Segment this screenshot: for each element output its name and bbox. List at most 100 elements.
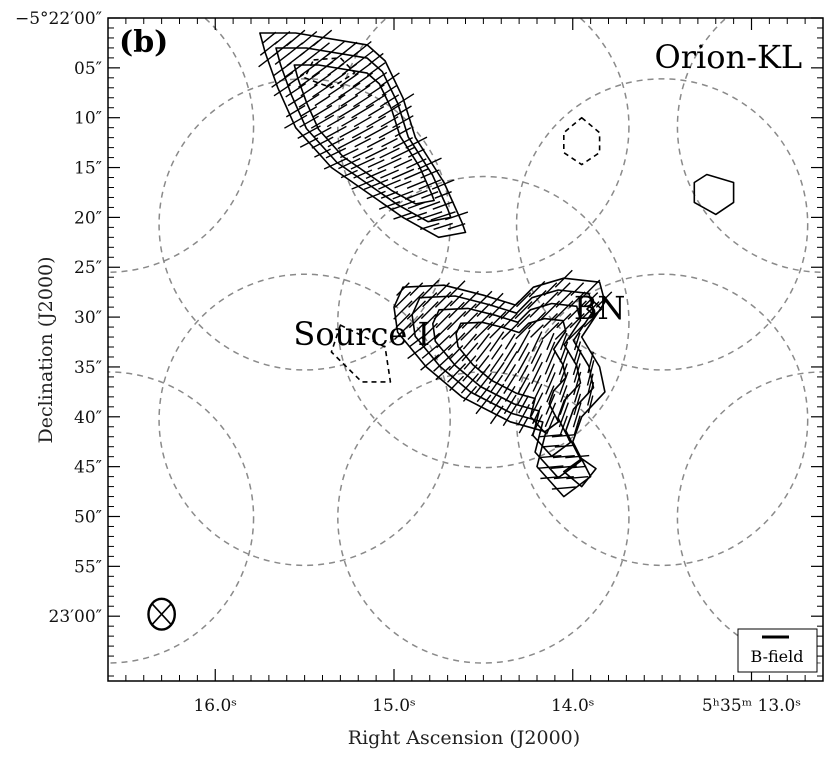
- b-vector-north-74: [351, 125, 374, 139]
- b-vector-bn-65: [491, 344, 503, 360]
- b-vector-north-50: [327, 137, 345, 148]
- b-vector-bn-52: [473, 321, 494, 341]
- b-vector-north-92: [363, 178, 389, 191]
- b-vector-bn-34: [447, 332, 466, 351]
- b-vector-bn-16: [421, 322, 438, 340]
- b-vector-north-16: [285, 104, 306, 118]
- b-vector-bn-39: [461, 290, 479, 309]
- b-vector-bn-40: [463, 303, 477, 317]
- b-vector-bn-126: [539, 455, 562, 459]
- b-vector-north-97: [378, 103, 402, 119]
- b-vector-north-101: [379, 147, 400, 159]
- pointing-circle-10: [108, 371, 255, 664]
- pointing-circle-3: [515, 273, 809, 567]
- b-vector-bn-20: [436, 282, 450, 296]
- b-vector-north-35: [314, 95, 331, 107]
- b-vector-north-107: [391, 93, 415, 109]
- b-vector-bn-139: [559, 371, 569, 395]
- b-vector-north-95: [381, 84, 398, 96]
- b-vector-bn-118: [545, 363, 555, 383]
- annotation-source-i: Source I: [293, 315, 430, 353]
- b-vector-bn-24: [434, 322, 453, 340]
- b-vector-bn-164: [565, 454, 590, 459]
- b-vector-north-94: [379, 72, 400, 88]
- b-vector-north-75: [354, 137, 372, 148]
- b-vector-north-127: [417, 157, 442, 170]
- b-vector-north-49: [325, 125, 347, 139]
- b-vector-bn-159: [573, 371, 582, 396]
- b-vector-north-96: [379, 94, 400, 108]
- b-vector-north-133: [419, 222, 440, 230]
- b-vector-bn-70: [491, 396, 503, 413]
- b-vector-north-122: [404, 168, 429, 180]
- b-vector-north-5: [274, 52, 290, 65]
- b-vector-north-40: [314, 148, 331, 158]
- b-vector-bn-25: [436, 334, 451, 349]
- b-vector-bn-95: [518, 417, 529, 434]
- b-vector-bn-32: [446, 310, 467, 331]
- b-vector-bn-79: [503, 372, 518, 394]
- b-vector-north-137: [430, 211, 456, 221]
- b-vector-north-136: [432, 201, 454, 210]
- b-vector-north-117: [390, 200, 416, 211]
- b-vector-north-64: [338, 157, 361, 170]
- b-vector-north-134: [431, 179, 455, 190]
- b-vector-bn-74: [501, 322, 520, 340]
- b-vector-bn-53: [476, 333, 491, 350]
- y-tick-label-0: −5°22′00″: [15, 9, 102, 29]
- panel-label: (b): [119, 25, 168, 60]
- b-vector-bn-162: [572, 402, 582, 428]
- b-vector-bn-18: [421, 345, 438, 359]
- b-vector-bn-29: [447, 280, 466, 299]
- b-vector-bn-69: [489, 383, 505, 405]
- b-vector-north-112: [390, 146, 415, 160]
- b-vector-bn-120: [546, 385, 555, 403]
- b-vector-bn-77: [502, 351, 518, 374]
- b-vector-north-124: [404, 189, 428, 200]
- y-tick-label-4: 20″: [74, 208, 102, 228]
- b-vector-bn-55: [477, 354, 490, 371]
- b-vector-bn-84: [514, 301, 533, 320]
- b-vector-bn-107: [530, 392, 544, 417]
- b-vector-bn-80: [504, 385, 516, 402]
- b-vector-bn-30: [449, 292, 464, 307]
- b-vector-bn-28: [435, 365, 451, 381]
- b-vector-north-3: [274, 30, 291, 45]
- annotation-bn: BN: [574, 289, 626, 327]
- b-vector-bn-6: [408, 291, 425, 308]
- b-vector-north-91: [365, 168, 387, 180]
- b-vector-bn-96: [528, 280, 546, 298]
- pointing-circle-0: [337, 175, 630, 469]
- b-vector-bn-73: [502, 313, 518, 329]
- b-vector-north-70: [354, 84, 371, 96]
- b-vector-north-47: [324, 103, 348, 119]
- b-vector-bn-94: [517, 403, 531, 426]
- b-vector-bn-128: [540, 476, 561, 480]
- b-vector-bn-14: [420, 301, 439, 320]
- b-vector-bn-92: [516, 382, 531, 406]
- b-vector-bn-158: [573, 363, 581, 383]
- b-vector-bn-4: [394, 322, 412, 340]
- b-vector-bn-76: [503, 342, 517, 362]
- pointing-circle-5: [337, 18, 630, 273]
- b-vector-bn-17: [419, 332, 441, 351]
- b-vector-bn-33: [449, 323, 465, 339]
- b-vector-bn-115: [546, 332, 555, 351]
- b-vector-north-111: [392, 136, 414, 149]
- b-vector-north-90: [367, 159, 385, 168]
- b-vector-north-61: [339, 126, 360, 139]
- b-vector-north-125: [407, 201, 426, 210]
- b-vector-north-9: [286, 29, 306, 47]
- contour-bn-2: [432, 302, 582, 458]
- b-vector-north-130: [421, 191, 439, 199]
- b-vector-bn-99: [528, 311, 546, 330]
- b-vector-north-29: [312, 29, 333, 47]
- b-vector-north-80: [368, 52, 384, 65]
- b-vector-bn-131: [555, 291, 573, 308]
- contour-bn-0: [393, 277, 606, 498]
- b-vector-bn-102: [530, 339, 544, 365]
- y-tick-label-1: 05″: [74, 59, 102, 79]
- b-vector-north-38: [313, 126, 332, 138]
- b-vector-north-69: [352, 72, 374, 88]
